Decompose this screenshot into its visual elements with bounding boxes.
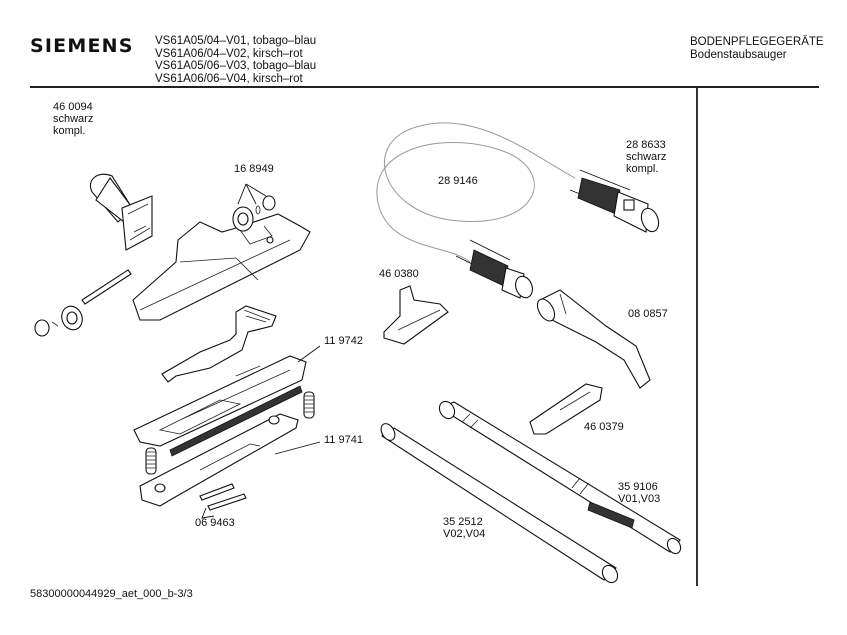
part-label-069463: 06 9463 — [195, 517, 235, 529]
model-line: VS61A06/04–V02, kirsch–rot — [155, 47, 303, 60]
nozzle-connector-part — [90, 173, 153, 251]
part-number: 46 0094 — [53, 101, 93, 113]
category-subtitle: Bodenstaubsauger — [690, 48, 787, 61]
part-label-289146: 28 9146 — [438, 175, 478, 187]
straight-tube-part — [380, 423, 619, 584]
model-line: VS61A05/04–V01, tobago–blau — [155, 35, 317, 47]
part-label-460380: 46 0380 — [379, 268, 419, 280]
telescopic-tube-part — [438, 400, 682, 555]
crevice-tool-part — [529, 383, 603, 435]
model-line: VS61A05/06–V03, tobago–blau — [155, 60, 317, 72]
part-label-460094: 46 0094 schwarz kompl. — [53, 101, 93, 137]
brush-plate-part — [133, 345, 321, 457]
foot-lever-part — [161, 305, 277, 383]
document-id: 58300000044929_aet_000_b-3/3 — [30, 588, 193, 600]
brand-logo: SIEMENS — [30, 35, 134, 57]
strip-part — [199, 483, 247, 519]
part-label-460379: 46 0379 — [584, 421, 624, 433]
part-label-352512: 35 2512 V02,V04 — [443, 516, 485, 540]
model-line: VS61A06/06–V04, kirsch–rot — [155, 72, 303, 85]
hose-fitting-part — [569, 169, 660, 233]
hose-connector-part — [455, 239, 533, 299]
part-label-359106: 35 9106 V01,V03 — [618, 481, 660, 505]
part-label-119741: 11 9741 — [324, 434, 363, 446]
handle-part — [536, 289, 651, 389]
part-number: 28 8633 — [626, 139, 666, 151]
part-variant: V01,V03 — [618, 493, 661, 505]
part-label-168949: 16 8949 — [234, 163, 274, 175]
part-note: kompl. — [626, 163, 659, 175]
part-label-119742: 11 9742 — [324, 335, 363, 347]
model-list: VS61A05/04–V01, tobago–blau VS61A06/04–V… — [155, 35, 316, 85]
header-divider — [30, 86, 819, 88]
part-variant: V02,V04 — [443, 528, 486, 540]
column-divider — [696, 88, 698, 586]
spring-part — [145, 391, 315, 475]
part-color: schwarz — [626, 151, 667, 163]
hose-part — [376, 122, 576, 263]
category-title: BODENPFLEGEGERÄTE — [690, 36, 824, 48]
upholstery-nozzle-part — [383, 285, 449, 345]
part-label-080857: 08 0857 — [628, 308, 668, 320]
category-block: BODENPFLEGEGERÄTE Bodenstaubsauger — [690, 36, 824, 61]
part-label-288633: 28 8633 schwarz kompl. — [626, 139, 666, 175]
part-color: schwarz — [53, 113, 94, 125]
part-note: kompl. — [53, 125, 86, 137]
wheel-set-part — [232, 183, 276, 232]
base-plate-part — [139, 413, 321, 507]
part-number: 35 9106 — [618, 481, 658, 493]
nozzle-housing-part — [132, 213, 311, 321]
part-number: 35 2512 — [443, 516, 483, 528]
axle-part — [34, 269, 132, 337]
